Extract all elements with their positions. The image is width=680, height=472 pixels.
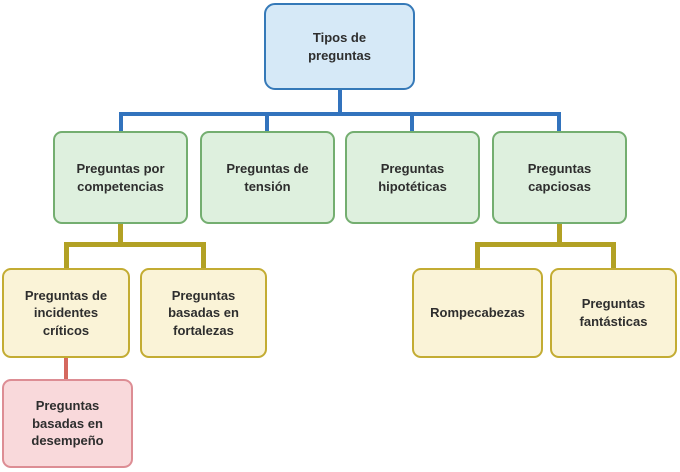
connector-drop-hipoteticas bbox=[410, 112, 414, 132]
node-preguntas-hipoteticas: Preguntas hipotéticas bbox=[345, 131, 480, 224]
connector-drop-fortalezas bbox=[201, 242, 206, 269]
node-preguntas-por-competencias: Preguntas por competencias bbox=[53, 131, 188, 224]
connector-left-bus bbox=[64, 242, 206, 247]
node-preguntas-de-tension: Preguntas de tensión bbox=[200, 131, 335, 224]
connector-drop-capciosas bbox=[557, 112, 561, 132]
connector-root-stem bbox=[338, 90, 342, 116]
node-tipos-de-preguntas: Tipos de preguntas bbox=[264, 3, 415, 90]
node-preguntas-fantasticas: Preguntas fantásticas bbox=[550, 268, 677, 358]
node-preguntas-basadas-en-desempeno: Preguntas basadas en desempeño bbox=[2, 379, 133, 468]
connector-drop-fantasticas bbox=[611, 242, 616, 269]
connector-drop-competencias bbox=[119, 112, 123, 132]
node-preguntas-de-incidentes-criticos: Preguntas de incidentes críticos bbox=[2, 268, 130, 358]
node-preguntas-basadas-en-fortalezas: Preguntas basadas en fortalezas bbox=[140, 268, 267, 358]
connector-level1-bus bbox=[119, 112, 561, 116]
connector-competencias-stem bbox=[118, 224, 123, 247]
connector-incidentes-to-desempeno bbox=[64, 357, 68, 380]
connector-capciosas-stem bbox=[557, 224, 562, 247]
connector-drop-incidentes bbox=[64, 242, 69, 269]
node-rompecabezas: Rompecabezas bbox=[412, 268, 543, 358]
connector-drop-rompecabezas bbox=[475, 242, 480, 269]
node-preguntas-capciosas: Preguntas capciosas bbox=[492, 131, 627, 224]
connector-drop-tension bbox=[265, 112, 269, 132]
connector-right-bus bbox=[475, 242, 616, 247]
